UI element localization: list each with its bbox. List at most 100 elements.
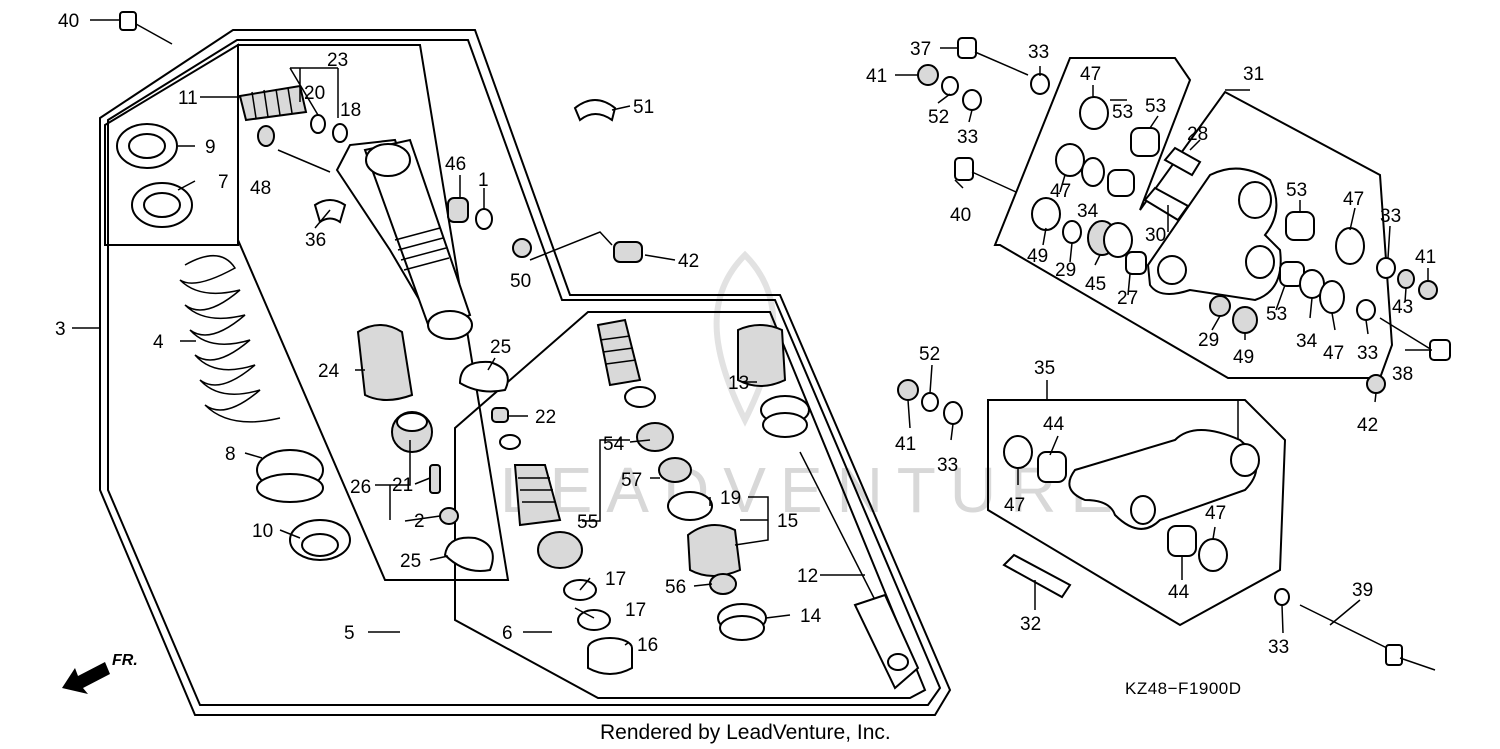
callout-53b[interactable]: 53 (1145, 96, 1166, 117)
callout-47b[interactable]: 47 (1050, 181, 1071, 202)
callout-25b[interactable]: 25 (400, 551, 421, 572)
washer-33a[interactable] (1030, 73, 1050, 95)
callout-52a[interactable]: 52 (928, 107, 949, 128)
ring-57[interactable] (658, 457, 692, 483)
nut-41a[interactable] (917, 64, 939, 86)
callout-47a[interactable]: 47 (1080, 64, 1101, 85)
bolt-39[interactable] (1299, 604, 1436, 671)
callout-47f[interactable]: 47 (1205, 503, 1226, 524)
circlip-25-bottom[interactable] (443, 536, 494, 572)
bearing-14[interactable] (717, 603, 767, 641)
callout-15[interactable]: 15 (777, 511, 798, 532)
washer-18[interactable] (332, 123, 348, 143)
shim-stack-left[interactable] (513, 464, 562, 527)
washer-33f[interactable] (1274, 588, 1290, 606)
bearing-44a[interactable] (1037, 451, 1067, 483)
callout-57[interactable]: 57 (621, 470, 642, 491)
callout-17a[interactable]: 17 (605, 569, 626, 590)
callout-11[interactable]: 11 (178, 88, 198, 109)
bump-rubber-11[interactable] (238, 84, 308, 122)
callout-12[interactable]: 12 (797, 566, 818, 587)
washer-middle[interactable] (624, 386, 656, 408)
callout-25[interactable]: 25 (490, 337, 511, 358)
callout-32[interactable]: 32 (1020, 614, 1041, 635)
callout-53a[interactable]: 53 (1112, 102, 1133, 123)
callout-33c[interactable]: 33 (1380, 206, 1401, 227)
cap-46[interactable] (447, 197, 469, 223)
callout-52b[interactable]: 52 (919, 344, 940, 365)
oring-56[interactable] (709, 573, 737, 595)
callout-38[interactable]: 38 (1392, 364, 1413, 385)
bearing-44b[interactable] (1167, 525, 1197, 557)
callout-21[interactable]: 21 (392, 475, 413, 496)
bolt-38[interactable] (1379, 317, 1451, 361)
seal-47b[interactable] (1055, 143, 1085, 177)
circlip-25-top[interactable] (458, 360, 509, 393)
washer-29b[interactable] (1209, 295, 1231, 317)
callout-53c[interactable]: 53 (1286, 180, 1307, 201)
pin-32[interactable] (1002, 553, 1072, 599)
washer-52b[interactable] (921, 392, 939, 412)
callout-33a[interactable]: 33 (1028, 42, 1049, 63)
callout-29b[interactable]: 29 (1198, 330, 1219, 351)
oring-19[interactable] (667, 491, 713, 521)
callout-34b[interactable]: 34 (1296, 331, 1318, 352)
rebound-piston-26[interactable] (391, 411, 433, 453)
callout-36[interactable]: 36 (305, 230, 326, 251)
seal-49a[interactable] (1031, 197, 1061, 231)
callout-9[interactable]: 9 (205, 137, 216, 158)
spring-4[interactable] (179, 255, 281, 423)
bearing-53a[interactable] (1107, 169, 1135, 197)
callout-35[interactable]: 35 (1034, 358, 1055, 379)
callout-20[interactable]: 20 (304, 83, 325, 104)
piston-54[interactable] (636, 422, 674, 452)
callout-29a[interactable]: 29 (1055, 260, 1076, 281)
rocker-arm-31[interactable] (1146, 167, 1282, 302)
shim-stack-upper[interactable] (596, 318, 642, 387)
callout-44a[interactable]: 44 (1043, 414, 1065, 435)
damper-body[interactable] (335, 138, 473, 340)
seal-47a[interactable] (1079, 96, 1109, 130)
nut-41b[interactable] (1418, 280, 1438, 300)
clip-51[interactable] (573, 99, 617, 122)
bearing-45[interactable] (1087, 220, 1133, 258)
washer-29a[interactable] (1062, 220, 1082, 244)
seal-47d[interactable] (1319, 280, 1345, 314)
callout-45[interactable]: 45 (1085, 274, 1106, 295)
callout-6[interactable]: 6 (502, 623, 513, 644)
callout-28[interactable]: 28 (1187, 124, 1208, 145)
callout-43[interactable]: 43 (1392, 297, 1413, 318)
bearing-53c[interactable] (1285, 211, 1315, 241)
callout-47c[interactable]: 47 (1343, 189, 1364, 210)
callout-54[interactable]: 54 (603, 434, 625, 455)
callout-33d[interactable]: 33 (1357, 343, 1378, 364)
callout-34a[interactable]: 34 (1077, 201, 1099, 222)
connecting-rod-35[interactable] (1068, 429, 1260, 530)
callout-19[interactable]: 19 (720, 488, 741, 509)
callout-2[interactable]: 2 (414, 511, 425, 532)
callout-23[interactable]: 23 (327, 50, 348, 71)
callout-56[interactable]: 56 (665, 577, 686, 598)
callout-40b[interactable]: 40 (950, 205, 971, 226)
seal-49b[interactable] (1232, 306, 1258, 334)
callout-8[interactable]: 8 (225, 444, 236, 465)
callout-7[interactable]: 7 (218, 172, 229, 193)
callout-39[interactable]: 39 (1352, 580, 1373, 601)
callout-41a[interactable]: 41 (866, 66, 887, 87)
callout-33b[interactable]: 33 (957, 127, 978, 148)
washer-43[interactable] (1397, 269, 1415, 289)
callout-22[interactable]: 22 (535, 407, 556, 428)
seal-47c[interactable] (1335, 227, 1365, 265)
washer-33c[interactable] (1376, 257, 1396, 279)
callout-30[interactable]: 30 (1145, 225, 1166, 246)
spring-seat-8[interactable] (256, 449, 324, 503)
callout-53d[interactable]: 53 (1266, 304, 1287, 325)
bushing-48[interactable] (257, 125, 275, 147)
spacer-34a[interactable] (1081, 157, 1105, 187)
callout-47d[interactable]: 47 (1323, 343, 1344, 364)
washer-52a[interactable] (941, 76, 959, 96)
callout-48[interactable]: 48 (250, 178, 271, 199)
callout-14[interactable]: 14 (800, 606, 822, 627)
adjusting-nut-7[interactable] (131, 182, 193, 228)
callout-1[interactable]: 1 (478, 170, 489, 191)
